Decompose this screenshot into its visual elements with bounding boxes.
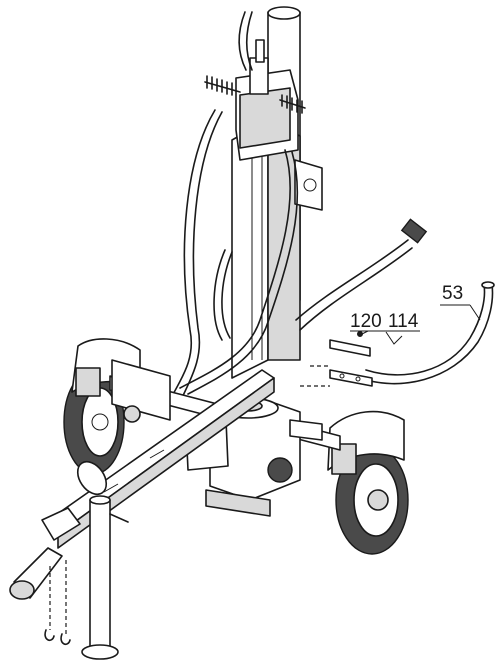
hitch-coupler: [9, 507, 81, 600]
callout-114: 114: [388, 311, 419, 332]
control-valve-block: [204, 39, 323, 211]
operating-handle: [295, 218, 428, 331]
safety-chains: [44, 560, 71, 646]
jack-stand: [81, 495, 129, 660]
callout-53: 53: [442, 283, 463, 304]
callout-leaders: [350, 304, 481, 345]
hydraulic-hoses: [169, 11, 299, 403]
callout-120: 120: [350, 311, 382, 332]
right-wheel: [327, 410, 409, 555]
left-wheel: [63, 338, 141, 475]
detached-handle-part-53: [300, 281, 495, 387]
